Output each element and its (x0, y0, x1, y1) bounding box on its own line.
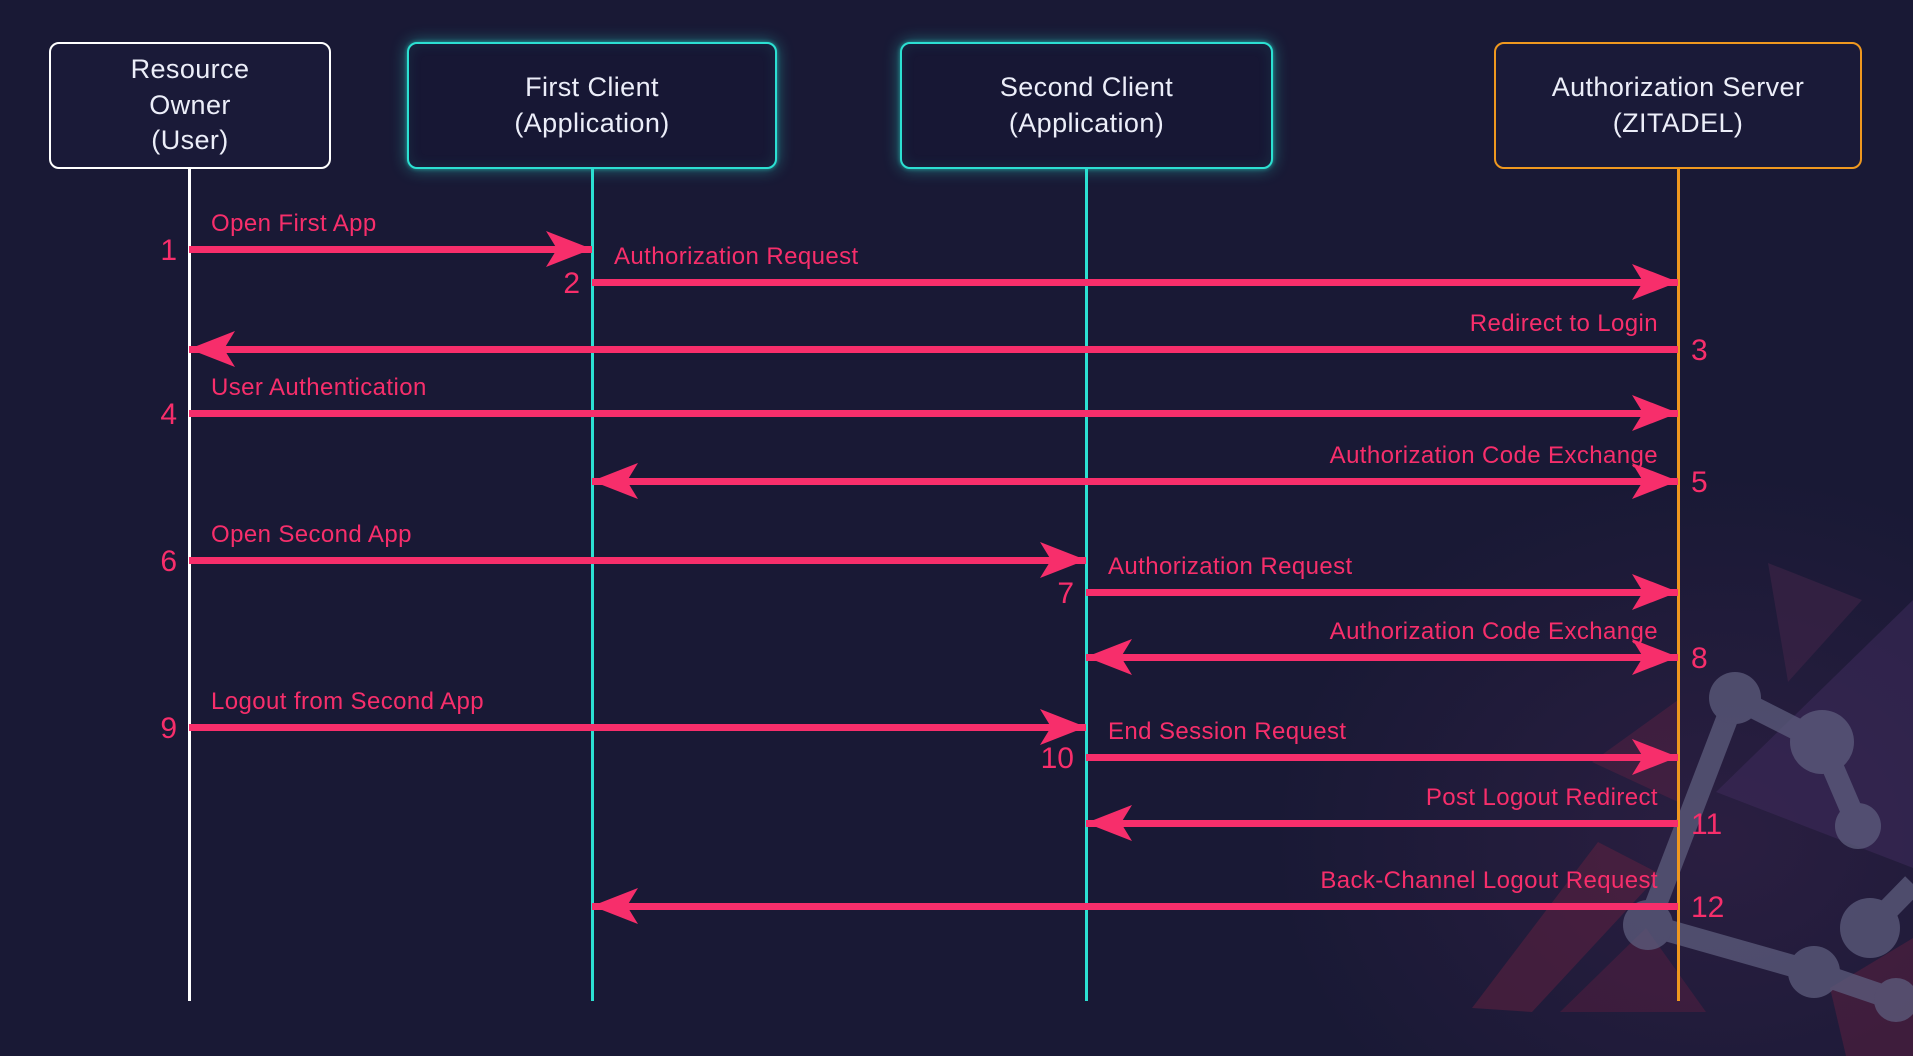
message-line-4 (189, 409, 1678, 417)
message-label-11: Post Logout Redirect (1425, 784, 1658, 811)
actor-box-first_client: First Client (Application) (407, 42, 777, 169)
message-label-7: Authorization Request (1108, 553, 1353, 580)
actor-label-line: Second Client (999, 71, 1174, 102)
message-label-5: Authorization Code Exchange (1329, 442, 1658, 469)
message-label-6: Open Second App (211, 521, 412, 548)
message-number-4: 4 (160, 398, 177, 431)
message-label-9: Logout from Second App (211, 688, 484, 715)
lifeline-second_client (1084, 169, 1088, 1001)
message-number-7: 7 (1057, 577, 1074, 610)
message-line-5 (592, 477, 1678, 485)
actor-label-line: First Client (525, 71, 659, 102)
actor-label-line: Resource (130, 54, 250, 85)
message-number-9: 9 (160, 712, 177, 745)
message-line-2 (592, 278, 1678, 286)
message-line-8 (1086, 653, 1678, 661)
message-number-1: 1 (160, 234, 177, 267)
actor-box-second_client: Second Client (Application) (900, 42, 1273, 169)
message-label-3: Redirect to Login (1469, 310, 1658, 337)
message-number-11: 11 (1691, 808, 1723, 841)
message-label-12: Back-Channel Logout Request (1320, 867, 1658, 894)
lifeline-user (187, 169, 191, 1001)
actor-label-line: (ZITADEL) (1612, 107, 1744, 138)
message-number-5: 5 (1691, 466, 1708, 499)
message-number-12: 12 (1691, 891, 1725, 924)
message-number-8: 8 (1691, 642, 1708, 675)
message-number-6: 6 (160, 545, 177, 578)
actor-label-line: Authorization Server (1551, 71, 1805, 102)
message-line-7 (1086, 588, 1678, 596)
actor-label-line: (Application) (514, 107, 670, 138)
actor-label-line: Owner (149, 89, 231, 120)
actor-box-auth_server: Authorization Server (ZITADEL) (1494, 42, 1862, 169)
message-line-11 (1086, 819, 1678, 827)
message-label-4: User Authentication (211, 374, 427, 401)
lifeline-first_client (590, 169, 594, 1001)
message-label-1: Open First App (211, 210, 377, 237)
message-label-10: End Session Request (1108, 718, 1347, 745)
actor-label-line: (Application) (1008, 107, 1165, 138)
message-number-3: 3 (1691, 334, 1708, 367)
lifeline-auth_server (1676, 169, 1680, 1001)
message-line-1 (189, 245, 592, 253)
message-line-6 (189, 556, 1086, 564)
message-line-12 (592, 902, 1678, 910)
message-line-9 (189, 723, 1086, 731)
message-line-3 (189, 345, 1678, 353)
message-label-2: Authorization Request (614, 243, 859, 270)
watermark-network-graph (1623, 672, 1913, 1022)
actor-label-line: (User) (151, 125, 229, 156)
message-line-10 (1086, 753, 1678, 761)
message-number-2: 2 (563, 267, 580, 300)
message-number-10: 10 (1040, 742, 1074, 775)
message-label-8: Authorization Code Exchange (1329, 618, 1658, 645)
